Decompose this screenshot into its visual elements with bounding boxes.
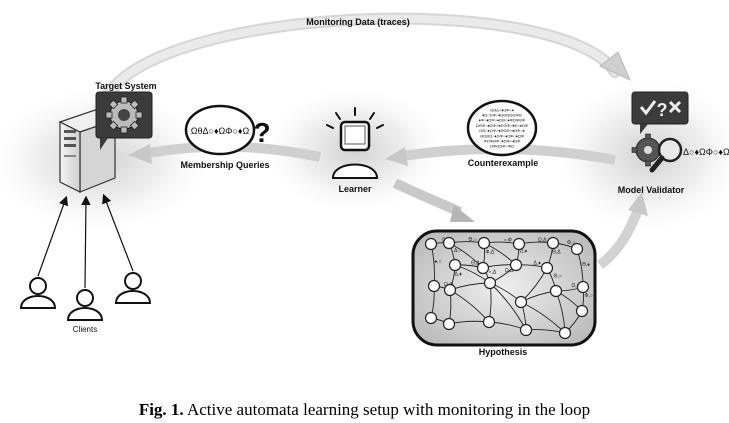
edge-label: Θ,○ bbox=[469, 237, 477, 243]
membership-queries-label: Membership Queries bbox=[180, 160, 269, 170]
counterexample-bubble: ΩΘΔ○♦ΩΦ○♦♦Ω○ΩΦ○♦ΩΘΩΘΩΦΘ♦Φ○♦ΩΦ○♦ΩΘ○♦ΦΩΦΘΦ… bbox=[466, 99, 538, 157]
edge-label: Θ,♦ bbox=[582, 262, 590, 268]
edge-label: Ω,Δ bbox=[505, 268, 514, 274]
counterexample-line: ΩΘ○♦ΩΦ○♦ΦΩΦ○♦ΩΦ○♦ bbox=[479, 128, 525, 133]
validator-trace: Δ○♦ΩΦ○♦Ω bbox=[683, 147, 729, 157]
client-arrow bbox=[102, 193, 134, 272]
target-gear-bubble bbox=[95, 91, 153, 150]
check-icon bbox=[639, 100, 657, 116]
client-icon bbox=[19, 277, 57, 309]
question-mark-icon: ? bbox=[253, 117, 270, 148]
edge-label: Δ,○ bbox=[454, 248, 462, 254]
hypothesis-to-validator-arrow bbox=[596, 192, 648, 269]
caption-fig: Fig. 1. bbox=[138, 400, 184, 419]
query-symbols: ΩθΔ○♦ΩΦ○♦Ω bbox=[191, 126, 250, 136]
automaton-state bbox=[477, 236, 491, 250]
edge-label: Θ,Δ,♦ bbox=[471, 261, 484, 267]
automaton-state bbox=[576, 280, 590, 294]
monitoring-arrow bbox=[99, 12, 631, 106]
edge-label: Δ,♦ bbox=[534, 261, 542, 267]
automaton-state bbox=[512, 237, 526, 251]
learner-to-hypothesis-arrow bbox=[392, 178, 475, 222]
figure-caption: Fig. 1. Active automata learning setup w… bbox=[0, 400, 729, 420]
learner-icon bbox=[326, 107, 384, 179]
clients-label: Clients bbox=[73, 325, 97, 334]
automaton-state bbox=[476, 261, 490, 275]
edge-label: Ω,♦ bbox=[572, 283, 580, 289]
automaton-state bbox=[558, 326, 572, 340]
automaton-state bbox=[482, 315, 496, 329]
client-icon bbox=[114, 272, 152, 304]
automaton-state bbox=[514, 295, 528, 309]
validator-bubble: ? bbox=[631, 91, 689, 134]
counterexample-line: ΘΩΘΩ○♦ΩΦ○♦ΩΦ○♦ΩΦ bbox=[480, 133, 524, 138]
hypothesis-automaton: Ω,Δ,♦Θ,○○,ΦΩ,ΔΦ,○♦,○Δ,○Φ,ΔΩ,♦Θ,ΔΘ,♦Ω,ΦΔ,… bbox=[411, 229, 597, 347]
validator-gear-icon bbox=[631, 133, 665, 167]
model-validator-label: Model Validator bbox=[618, 185, 685, 195]
automaton-state bbox=[424, 237, 438, 251]
counterexample-line: ΩΘΔ○♦ΩΦ○♦ bbox=[490, 107, 514, 112]
automaton-state bbox=[540, 261, 554, 275]
counterexample-line: ΩΦΘΩΦ○ΦΩ bbox=[490, 144, 514, 149]
automaton-state bbox=[483, 276, 497, 290]
edge-label: ○,Φ bbox=[504, 238, 512, 244]
automaton-state bbox=[448, 258, 462, 272]
automaton-state bbox=[575, 304, 589, 318]
monitoring-label: Monitoring Data (traces) bbox=[306, 17, 410, 27]
automaton-state bbox=[570, 242, 584, 256]
automaton-state bbox=[519, 323, 533, 337]
edge-label: Θ,Δ bbox=[552, 250, 561, 256]
learner-label: Learner bbox=[338, 184, 372, 194]
target-system-label: Target System bbox=[95, 81, 156, 91]
diagram-canvas: Monitoring Data (traces) bbox=[0, 12, 729, 357]
caption-text: Active automata learning setup with moni… bbox=[186, 400, 591, 419]
query-bubble: ΩθΔ○♦ΩΦ○♦Ω bbox=[184, 104, 256, 156]
automaton-state bbox=[424, 311, 438, 325]
cross-icon bbox=[668, 100, 682, 114]
counterexample-line: ΦΩΦΘΦ○♦ΩΦ○♦ΩΦ bbox=[484, 139, 521, 144]
counterexample-line: ♦Φ○♦ΩΦ○♦ΩΘ○♦ΦΩΦΘΦ bbox=[479, 118, 526, 123]
edge-label: Φ,○ bbox=[585, 293, 593, 299]
edge-label: Φ,○ bbox=[567, 240, 575, 246]
edge-label: Δ,♦ bbox=[455, 272, 463, 278]
automaton-state bbox=[442, 236, 456, 250]
counterexample-line: ♦Ω○ΩΦ○♦ΩΘΩΘΩΦΘ bbox=[482, 113, 522, 118]
automaton-state bbox=[442, 317, 456, 331]
automaton-state bbox=[427, 279, 441, 293]
automaton-state bbox=[443, 283, 457, 297]
counterexample-label: Counterexample bbox=[468, 158, 539, 168]
edge-label: Φ,Δ bbox=[486, 250, 495, 256]
client-arrow bbox=[37, 195, 69, 277]
automaton-state bbox=[509, 258, 523, 272]
gear-icon bbox=[105, 96, 143, 134]
automaton-state bbox=[546, 236, 560, 250]
hypothesis-label: Hypothesis bbox=[479, 347, 528, 357]
validator-question-icon: ? bbox=[657, 100, 668, 120]
edge-label: Ω,♦ bbox=[520, 249, 528, 255]
edge-label: ♦,○ bbox=[435, 259, 442, 265]
edge-label: ○,Δ bbox=[489, 270, 497, 276]
counterexample-line: ΩΘΦ○♦ΩΦ○♦ΦΘΦ○♦Φ○♦ΩΦ bbox=[476, 123, 528, 128]
clients-group bbox=[19, 193, 152, 321]
automaton-state bbox=[549, 284, 563, 298]
client-icon bbox=[66, 289, 104, 321]
magnifier-icon bbox=[649, 137, 683, 173]
client-arrow bbox=[81, 195, 91, 289]
edge-label: Ω,Δ bbox=[538, 238, 547, 244]
edge-label: Θ,○ bbox=[554, 274, 562, 280]
